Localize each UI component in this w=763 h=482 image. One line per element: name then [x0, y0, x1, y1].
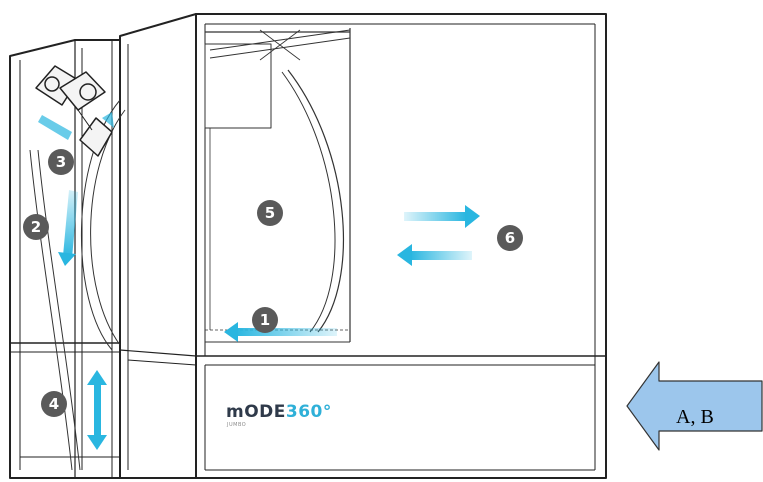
brand-logo: mODE360°: [226, 402, 332, 422]
brand-name-part2: 360°: [286, 402, 332, 422]
marker-4: 4: [41, 391, 67, 417]
arrow-6-left-icon: [397, 244, 472, 266]
marker-6: 6: [497, 225, 523, 251]
callout-arrow-label: A, B: [676, 406, 714, 429]
flow-arrows: [38, 112, 480, 450]
arrow-1-left-icon: [224, 322, 337, 342]
marker-5: 5: [257, 200, 283, 226]
marker-3: 3: [48, 149, 74, 175]
arrow-6-right-icon: [404, 205, 480, 228]
marker-2: 2: [23, 214, 49, 240]
brand-name-part1: mODE: [226, 402, 286, 422]
brand-subtitle: JUMBO: [227, 422, 246, 428]
arrow-4-updown-icon: [87, 370, 107, 450]
camera-assembly-icon: [36, 66, 112, 156]
booth-frame: [120, 14, 606, 478]
marker-1: 1: [252, 307, 278, 333]
